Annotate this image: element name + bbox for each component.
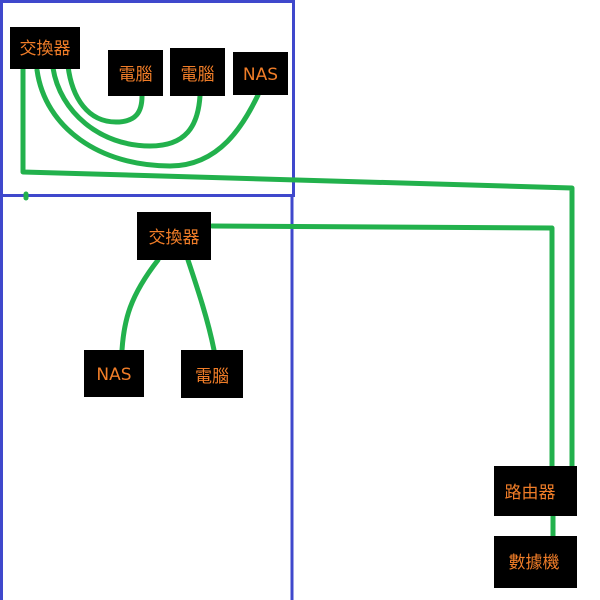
pc-top-1-label: 電腦 — [119, 65, 153, 85]
pc-top-2-label: 電腦 — [181, 65, 215, 85]
nas-bottom-label: NAS — [96, 365, 131, 385]
cable-switch-top-to-pc-top-1 — [65, 63, 145, 125]
cable-switch-top-to-router — [20, 65, 575, 469]
pc-bottom-label: 電腦 — [195, 367, 229, 387]
switch-top-label: 交換器 — [20, 39, 71, 59]
devices: 交換器 電腦 電腦 NAS 交換器 NAS 電腦 路由器 — [10, 27, 577, 588]
modem-label: 數據機 — [509, 553, 560, 573]
switch-bottom-label: 交換器 — [149, 228, 200, 248]
pc-bottom-node: 電腦 — [181, 350, 243, 398]
cable-switch-bottom-to-nas-bottom — [119, 257, 161, 353]
cables — [20, 63, 575, 539]
router-node: 路由器 — [494, 466, 577, 516]
switch-top-node: 交換器 — [10, 27, 80, 69]
cable-switch-bottom-to-router — [209, 223, 555, 469]
router-label: 路由器 — [505, 483, 556, 503]
pc-top-2-node: 電腦 — [170, 48, 225, 96]
cable-switch-top-to-nas-top — [34, 67, 261, 169]
nas-bottom-node: NAS — [84, 350, 144, 397]
pc-top-1-node: 電腦 — [108, 50, 163, 96]
cable-switch-bottom-to-pc-bottom — [185, 257, 217, 353]
nas-top-label: NAS — [243, 65, 278, 85]
modem-node: 數據機 — [494, 536, 577, 588]
room-upper — [0, 0, 295, 197]
switch-bottom-node: 交換器 — [137, 212, 211, 260]
nas-top-node: NAS — [233, 52, 288, 95]
room-outlines — [0, 0, 295, 600]
cable-switch-top-to-pc-top-2 — [50, 65, 203, 149]
